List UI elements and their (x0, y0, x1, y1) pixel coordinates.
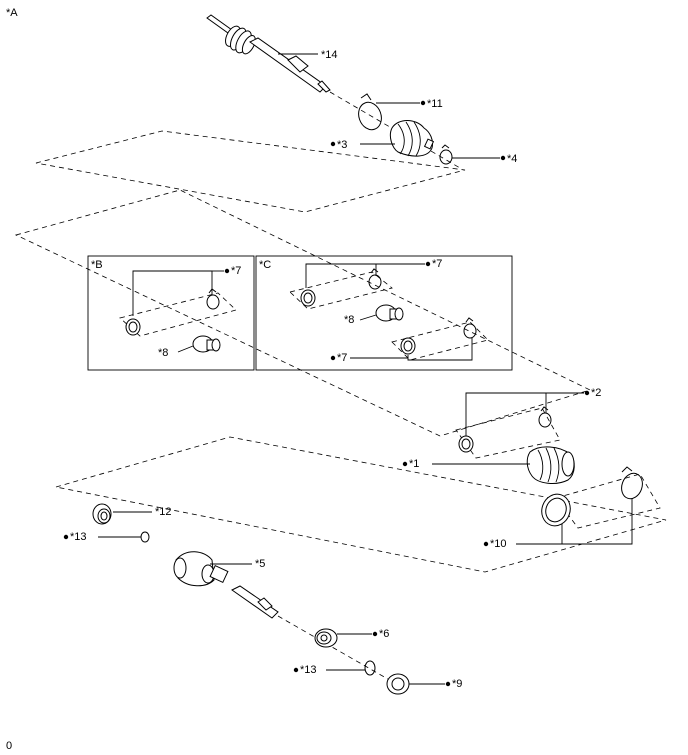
callout-7b: *7 (231, 265, 241, 277)
inboard-joint-assembly (173, 551, 229, 587)
callout-8b: *8 (158, 347, 168, 359)
callout-dot-7c2 (330, 355, 336, 361)
footer-code: 0 (6, 740, 12, 752)
boot-clamp-inset-c-4 (463, 317, 477, 339)
callout-dot-4 (500, 155, 506, 161)
leader-7b-bracket (132, 270, 213, 316)
callout-3: *3 (337, 139, 347, 151)
dust-cover (92, 503, 112, 525)
outboard-joint-boot (389, 120, 435, 157)
leader-2-bracket (465, 392, 547, 436)
callout-dot-13a (63, 534, 69, 540)
boot-clamp-inset-b-left (125, 318, 141, 336)
dynamic-damper (314, 628, 338, 648)
dashed-plane-lower (55, 436, 667, 573)
dashed-plane-middle (14, 189, 592, 437)
boot-clamp-inset-c-3 (400, 337, 416, 355)
boot-clamp-inset-c-1 (300, 289, 316, 307)
boot-clamp-large-upper (358, 93, 382, 131)
figure-label: *A (6, 7, 18, 19)
callout-dot-2 (584, 390, 590, 396)
callout-dot-11 (420, 100, 426, 106)
snap-ring-lower (364, 660, 376, 676)
callout-1: *1 (409, 458, 419, 470)
callout-7c1: *7 (432, 258, 442, 270)
lower-axis-line (277, 615, 401, 687)
leader-7c2-bracket (407, 338, 473, 361)
boot-clamp-right-2 (538, 406, 552, 428)
clamp-plane (555, 473, 661, 529)
inset-frame-c (255, 255, 513, 371)
boot-clamp-right-1 (458, 435, 474, 453)
inset-frame-b (87, 255, 255, 371)
callout-2: *2 (591, 387, 601, 399)
callout-13a: *13 (70, 531, 87, 543)
callout-8c: *8 (344, 314, 354, 326)
inset-label-c: *C (259, 259, 271, 271)
callout-14: *14 (321, 49, 338, 61)
boot-clamp-inset-c-2 (368, 268, 382, 290)
callout-dot-13b (293, 667, 299, 673)
leader-10-bracket (561, 499, 633, 545)
dashed-plane-upper (35, 130, 466, 213)
callout-4: *4 (507, 153, 517, 165)
boot-clamp-small-upper (439, 144, 453, 165)
boot-clamp-inset-b-right (206, 288, 220, 310)
callout-dot-9 (445, 681, 451, 687)
callout-dot-1 (402, 461, 408, 467)
inset-c-plane-top (289, 271, 393, 310)
callout-7c2: *7 (337, 352, 347, 364)
boot-clamp-large-lower-1 (541, 493, 571, 527)
shaft-bearing (386, 673, 410, 695)
callout-5: *5 (255, 558, 265, 570)
leader-8c (359, 314, 377, 321)
callout-dot-7b (224, 268, 230, 274)
callout-dot-7c1 (425, 261, 431, 267)
leader-8b (177, 345, 194, 353)
inboard-shaft-stub (231, 585, 279, 619)
inboard-boot-inset-b (192, 335, 221, 353)
callout-dot-3 (330, 141, 336, 147)
callout-13b: *13 (300, 664, 317, 676)
callout-10: *10 (490, 538, 507, 550)
callout-9: *9 (452, 678, 462, 690)
snap-ring-upper (140, 531, 150, 543)
callout-12: *12 (155, 506, 172, 518)
callout-11: *11 (427, 98, 443, 110)
callout-6: *6 (379, 628, 389, 640)
inset-label-b: *B (91, 259, 103, 271)
inboard-joint-boot (526, 446, 575, 484)
boot-clamp-large-lower-2 (621, 466, 643, 500)
drive-shaft (206, 14, 331, 93)
leader-7c1-bracket (305, 263, 377, 288)
callout-dot-10 (483, 541, 489, 547)
inboard-boot-inset-c (375, 304, 404, 322)
callout-dot-6 (372, 631, 378, 637)
